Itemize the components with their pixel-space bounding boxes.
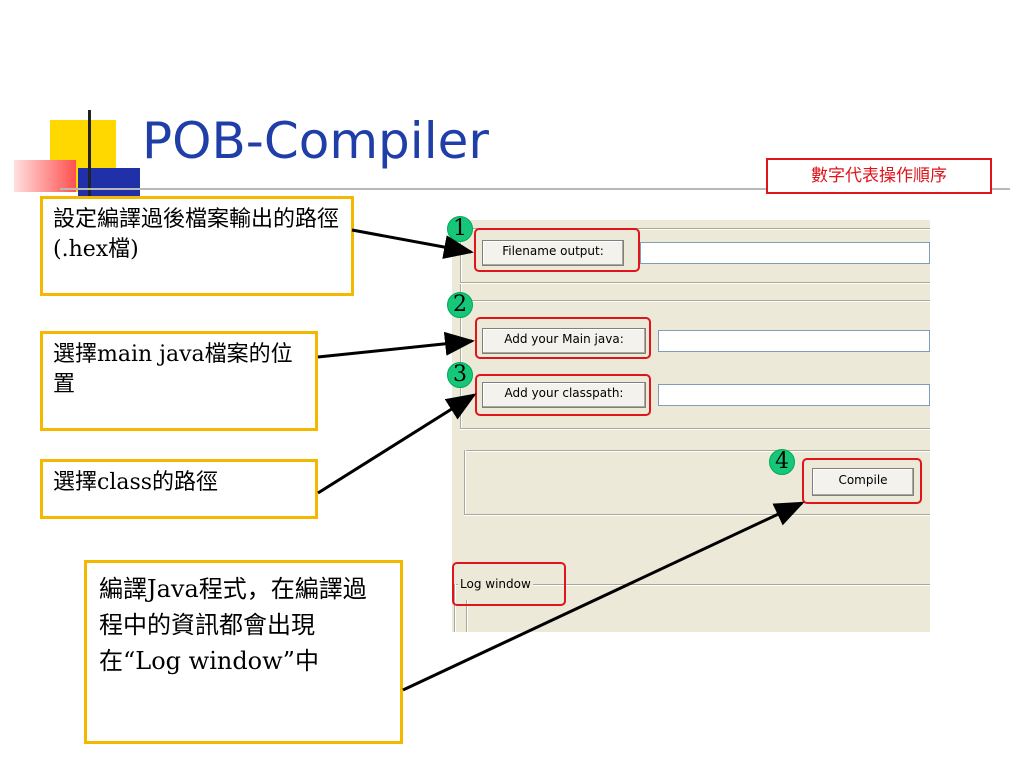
panel-divider bbox=[460, 282, 930, 284]
compile-box-top bbox=[464, 450, 930, 452]
arrow-to-classpath bbox=[317, 393, 477, 495]
arrow-to-filename-output bbox=[351, 228, 474, 259]
add-main-java-button[interactable]: Add your Main java: bbox=[482, 328, 646, 354]
highlight-main-java bbox=[475, 317, 651, 359]
arrow-to-main-java bbox=[317, 331, 475, 359]
step-badge-3: 3 bbox=[447, 362, 473, 388]
highlight-compile bbox=[802, 458, 922, 504]
highlight-filename-output bbox=[474, 228, 640, 272]
log-window-label: Log window bbox=[458, 576, 533, 592]
callout-main-java: 選擇main java檔案的位置 bbox=[40, 331, 318, 431]
add-classpath-button[interactable]: Add your classpath: bbox=[482, 382, 646, 408]
compile-button[interactable]: Compile bbox=[812, 468, 914, 496]
callout-output-path: 設定編譯過後檔案輸出的路徑(.hex檔) bbox=[40, 196, 354, 296]
compile-box-left bbox=[464, 450, 466, 514]
panel-border-top bbox=[460, 228, 930, 230]
panel-border-left bbox=[460, 228, 462, 428]
title-underline bbox=[60, 188, 1010, 190]
step-badge-2: 2 bbox=[447, 292, 473, 318]
panel-divider bbox=[460, 428, 930, 430]
compile-box-bottom bbox=[464, 514, 930, 516]
log-window-left bbox=[454, 584, 456, 632]
highlight-log-window bbox=[452, 562, 566, 606]
main-java-field[interactable] bbox=[658, 330, 930, 352]
log-window-border bbox=[454, 584, 930, 586]
callout-classpath: 選擇class的路徑 bbox=[40, 459, 318, 519]
decor-vertical-line bbox=[88, 110, 91, 218]
filename-output-field[interactable] bbox=[640, 242, 930, 264]
arrow-to-compile bbox=[402, 501, 805, 692]
filename-output-button[interactable]: Filename output: bbox=[482, 240, 624, 266]
classpath-field[interactable] bbox=[658, 384, 930, 406]
step-badge-4: 4 bbox=[769, 449, 795, 475]
slide-title: POB-Compiler bbox=[142, 112, 489, 170]
decor-pink-bar bbox=[14, 160, 76, 192]
log-window-area[interactable] bbox=[466, 600, 468, 632]
step-order-note: 數字代表操作順序 bbox=[766, 158, 992, 194]
panel-divider bbox=[460, 300, 930, 302]
callout-compile: 編譯Java程式，在編譯過程中的資訊都會出現在“Log window”中 bbox=[84, 560, 403, 744]
